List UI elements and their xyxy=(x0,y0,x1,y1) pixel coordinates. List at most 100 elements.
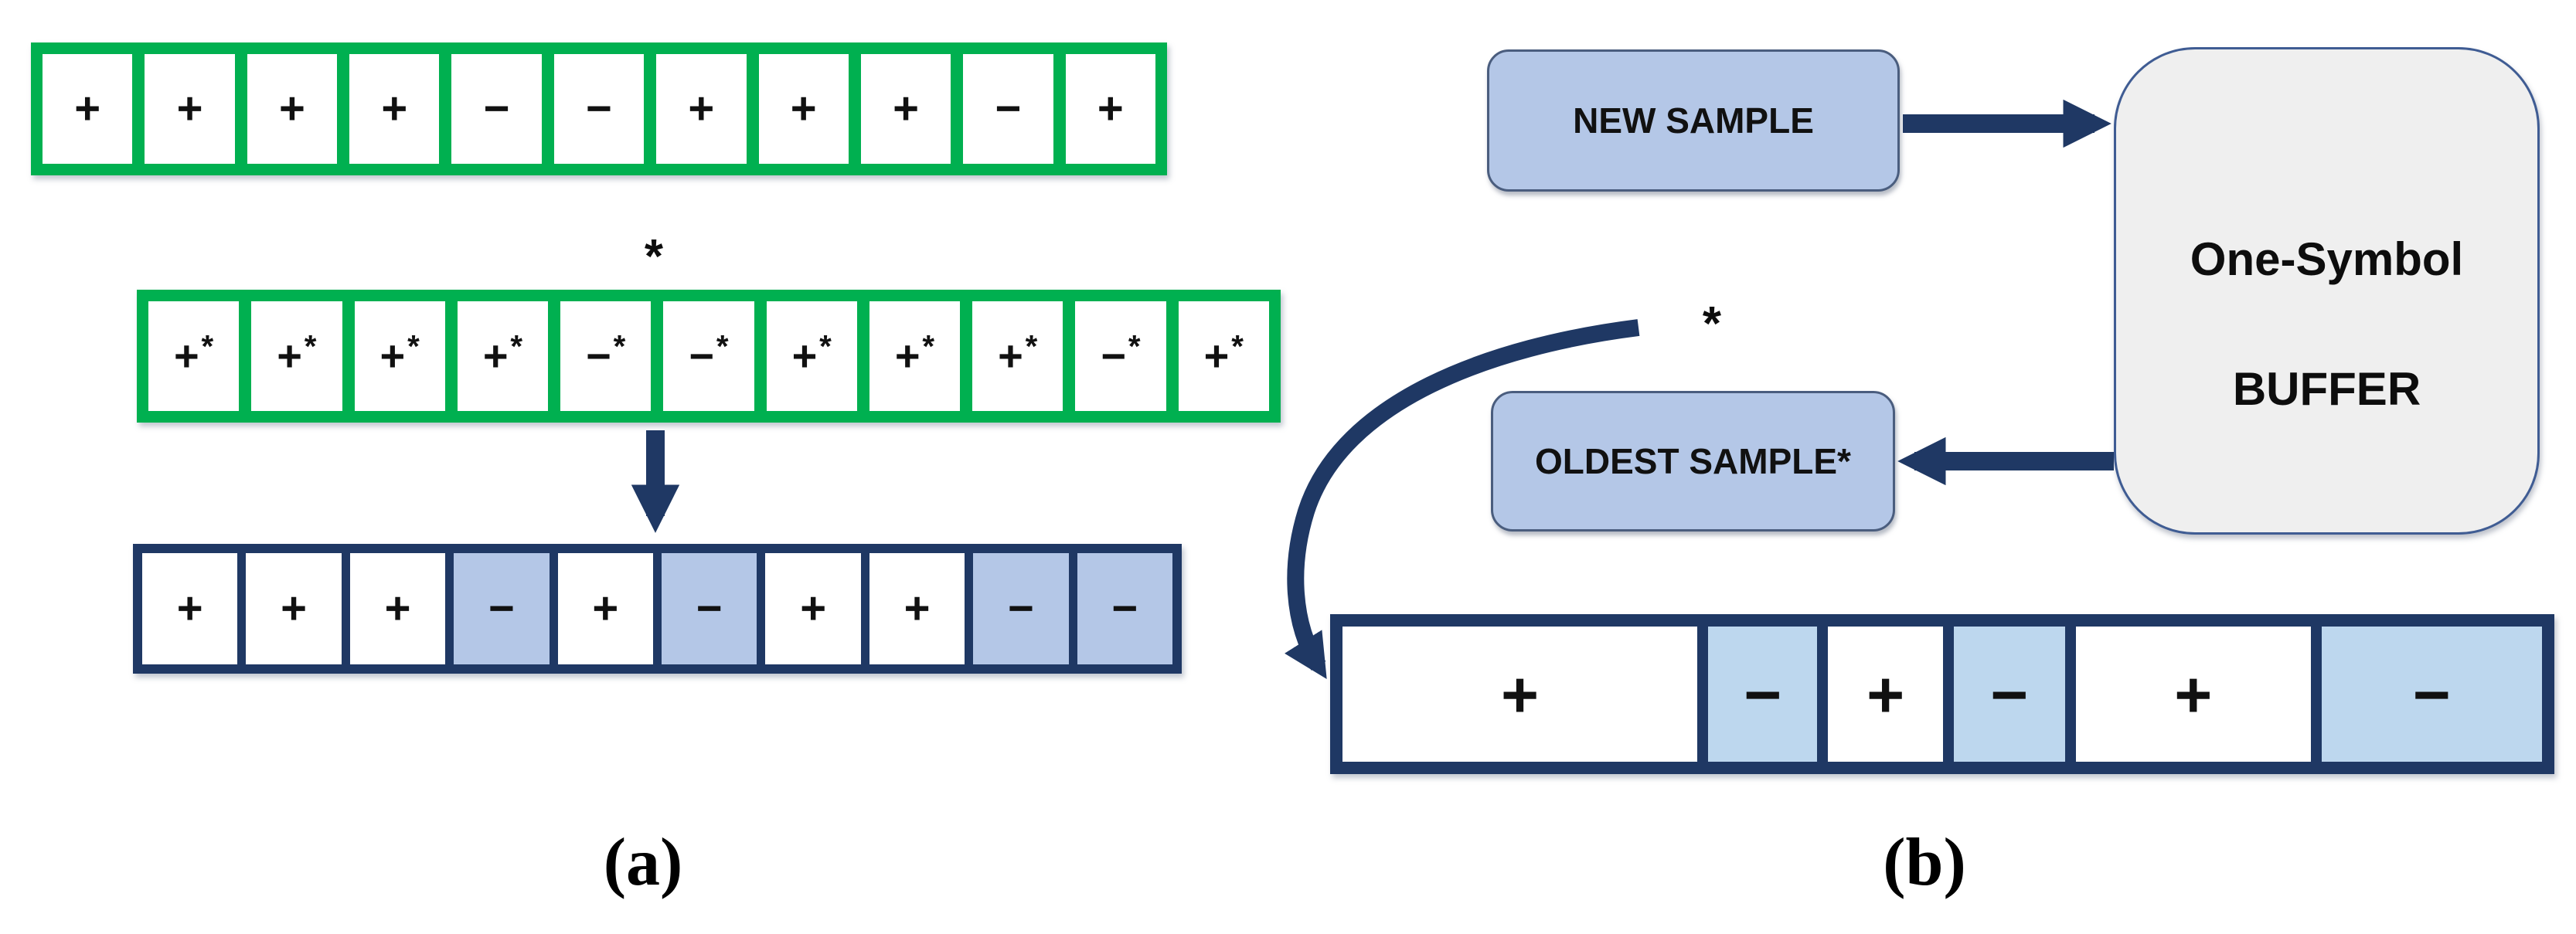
result-symbol-row: + + + − + − + + − − xyxy=(133,544,1182,674)
symbol: + xyxy=(176,583,203,633)
star-superscript: * xyxy=(1231,328,1244,364)
symbol-cell: − xyxy=(553,54,645,164)
symbol: + xyxy=(277,331,302,380)
symbol-cell: +* xyxy=(766,301,857,411)
symbol-cell: + xyxy=(247,54,338,164)
symbol: + xyxy=(482,331,509,380)
buffer-output-row: + − + − + − xyxy=(1330,614,2554,774)
symbol: − xyxy=(1111,583,1138,633)
symbol: + xyxy=(1866,657,1905,731)
symbol-cell: − xyxy=(451,54,542,164)
symbol-cell: + xyxy=(145,54,235,164)
symbol-cell: + xyxy=(43,54,133,164)
symbol: − xyxy=(2412,657,2451,731)
buffer-label-line2: BUFFER xyxy=(2232,363,2421,415)
symbol-cell: + xyxy=(349,54,440,164)
star-superscript: * xyxy=(407,328,420,364)
symbol: − xyxy=(586,331,611,380)
new-sample-label: NEW SAMPLE xyxy=(1573,100,1814,141)
symbol: + xyxy=(74,83,101,134)
symbol: − xyxy=(586,83,612,134)
panel-a-caption: (a) xyxy=(603,825,683,900)
symbol: + xyxy=(384,583,411,633)
symbol: + xyxy=(790,83,817,134)
symbol: − xyxy=(1990,657,2029,731)
symbol: + xyxy=(1203,331,1230,380)
new-sample-box: NEW SAMPLE xyxy=(1487,49,1900,192)
star-superscript: * xyxy=(716,328,729,364)
symbol: − xyxy=(1101,331,1127,380)
symbol-cell: − xyxy=(1953,627,2065,762)
symbol-cell: + xyxy=(349,553,446,664)
symbol-cell: −* xyxy=(1075,301,1166,411)
asterisk-marker-b: * xyxy=(1702,297,1722,351)
symbol-cell: + xyxy=(557,553,654,664)
symbol: + xyxy=(381,83,408,134)
star-superscript: * xyxy=(510,328,523,364)
symbol-cell: + xyxy=(246,553,342,664)
symbol-cell: − xyxy=(1077,553,1173,664)
symbol-cell: + xyxy=(1065,54,1155,164)
one-symbol-buffer-box: One-Symbol BUFFER xyxy=(2114,47,2540,535)
symbol-cell: + xyxy=(1828,627,1943,762)
symbol: + xyxy=(800,583,827,633)
symbol-cell: +* xyxy=(869,301,961,411)
symbol: − xyxy=(1008,583,1034,633)
symbol-cell: +* xyxy=(972,301,1063,411)
symbol: + xyxy=(688,83,715,134)
symbol-cell: − xyxy=(1708,627,1818,762)
symbol-cell: +* xyxy=(251,301,342,411)
symbol-cell: +* xyxy=(354,301,445,411)
symbol-cell: − xyxy=(2321,627,2543,762)
symbol-cell: + xyxy=(869,553,965,664)
panel-b-caption: (b) xyxy=(1883,825,1966,900)
symbol: − xyxy=(995,83,1022,134)
symbol-cell: +* xyxy=(1178,301,1269,411)
symbol: + xyxy=(278,83,305,134)
symbol: + xyxy=(1097,83,1124,134)
symbol: + xyxy=(903,583,931,633)
symbol-cell: +* xyxy=(148,301,240,411)
symbol: + xyxy=(281,583,308,633)
symbol: + xyxy=(893,83,919,134)
symbol: + xyxy=(998,331,1023,380)
star-superscript: * xyxy=(304,328,317,364)
symbol-cell: + xyxy=(142,553,238,664)
symbol-cell: −* xyxy=(560,301,652,411)
symbol-cell: + xyxy=(758,54,849,164)
symbol-cell: + xyxy=(2075,627,2311,762)
star-superscript: * xyxy=(819,328,832,364)
symbol: + xyxy=(592,583,619,633)
symbol: − xyxy=(488,583,515,633)
symbol: − xyxy=(689,331,715,380)
symbol-cell: − xyxy=(454,553,550,664)
symbol: + xyxy=(176,83,203,134)
symbol: + xyxy=(2174,657,2213,731)
oldest-sample-box: OLDEST SAMPLE* xyxy=(1491,391,1895,532)
symbol: + xyxy=(174,331,199,380)
symbol-cell: − xyxy=(662,553,757,664)
symbol: + xyxy=(379,331,406,380)
star-superscript: * xyxy=(201,328,214,364)
starred-symbol-row: +*+*+*+*−*−*+*+*+*−*+* xyxy=(137,290,1281,423)
symbol-cell: − xyxy=(963,54,1053,164)
symbol: + xyxy=(894,331,920,380)
oldest-sample-label: OLDEST SAMPLE* xyxy=(1535,441,1851,481)
symbol: + xyxy=(1501,657,1540,731)
symbol: − xyxy=(483,83,510,134)
symbol-cell: − xyxy=(973,553,1069,664)
star-superscript: * xyxy=(613,328,626,364)
symbol-cell: + xyxy=(765,553,861,664)
original-symbol-row: + + + + − − + + + − + xyxy=(31,42,1167,175)
star-superscript: * xyxy=(922,328,935,364)
symbol: − xyxy=(1744,657,1782,731)
symbol: + xyxy=(791,331,818,380)
symbol: − xyxy=(696,583,723,633)
symbol-cell: + xyxy=(1342,627,1698,762)
star-superscript: * xyxy=(1025,328,1038,364)
symbol-cell: + xyxy=(860,54,951,164)
symbol-cell: +* xyxy=(457,301,549,411)
buffer-label-line1: One-Symbol xyxy=(2190,233,2464,285)
symbol-cell: −* xyxy=(663,301,754,411)
